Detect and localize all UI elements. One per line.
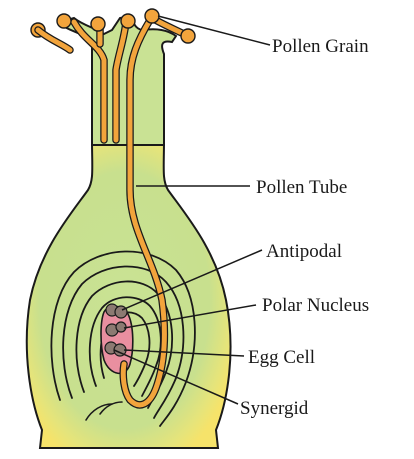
pollen-grain	[181, 29, 195, 43]
egg-cell-label: Egg Cell	[248, 347, 315, 368]
antipodal-nucleus	[115, 306, 127, 318]
synergid-label: Synergid	[240, 398, 309, 419]
labels: Pollen Grain Pollen Tube Antipodal Polar…	[240, 36, 369, 419]
polar-nucleus-label: Polar Nucleus	[262, 295, 369, 316]
pollen-grain	[57, 14, 71, 28]
polar-nucleus	[116, 322, 126, 332]
pollen-grain	[121, 14, 135, 28]
pollen-tube-label: Pollen Tube	[256, 177, 347, 198]
pollen-grain-label: Pollen Grain	[272, 36, 369, 57]
pollen-grain	[91, 17, 105, 31]
pollen-grain	[145, 9, 159, 23]
antipodal-label: Antipodal	[266, 241, 342, 262]
embryo-sac-nuclei	[105, 304, 127, 356]
